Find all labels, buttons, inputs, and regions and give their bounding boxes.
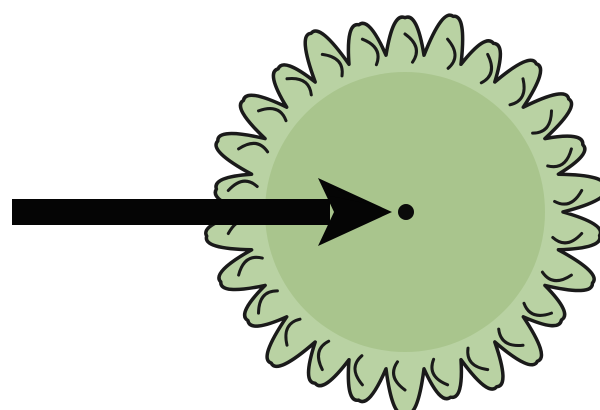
right-arrow-icon [12,178,392,246]
dot-icon [398,204,414,220]
arrow-shaft [12,199,330,225]
